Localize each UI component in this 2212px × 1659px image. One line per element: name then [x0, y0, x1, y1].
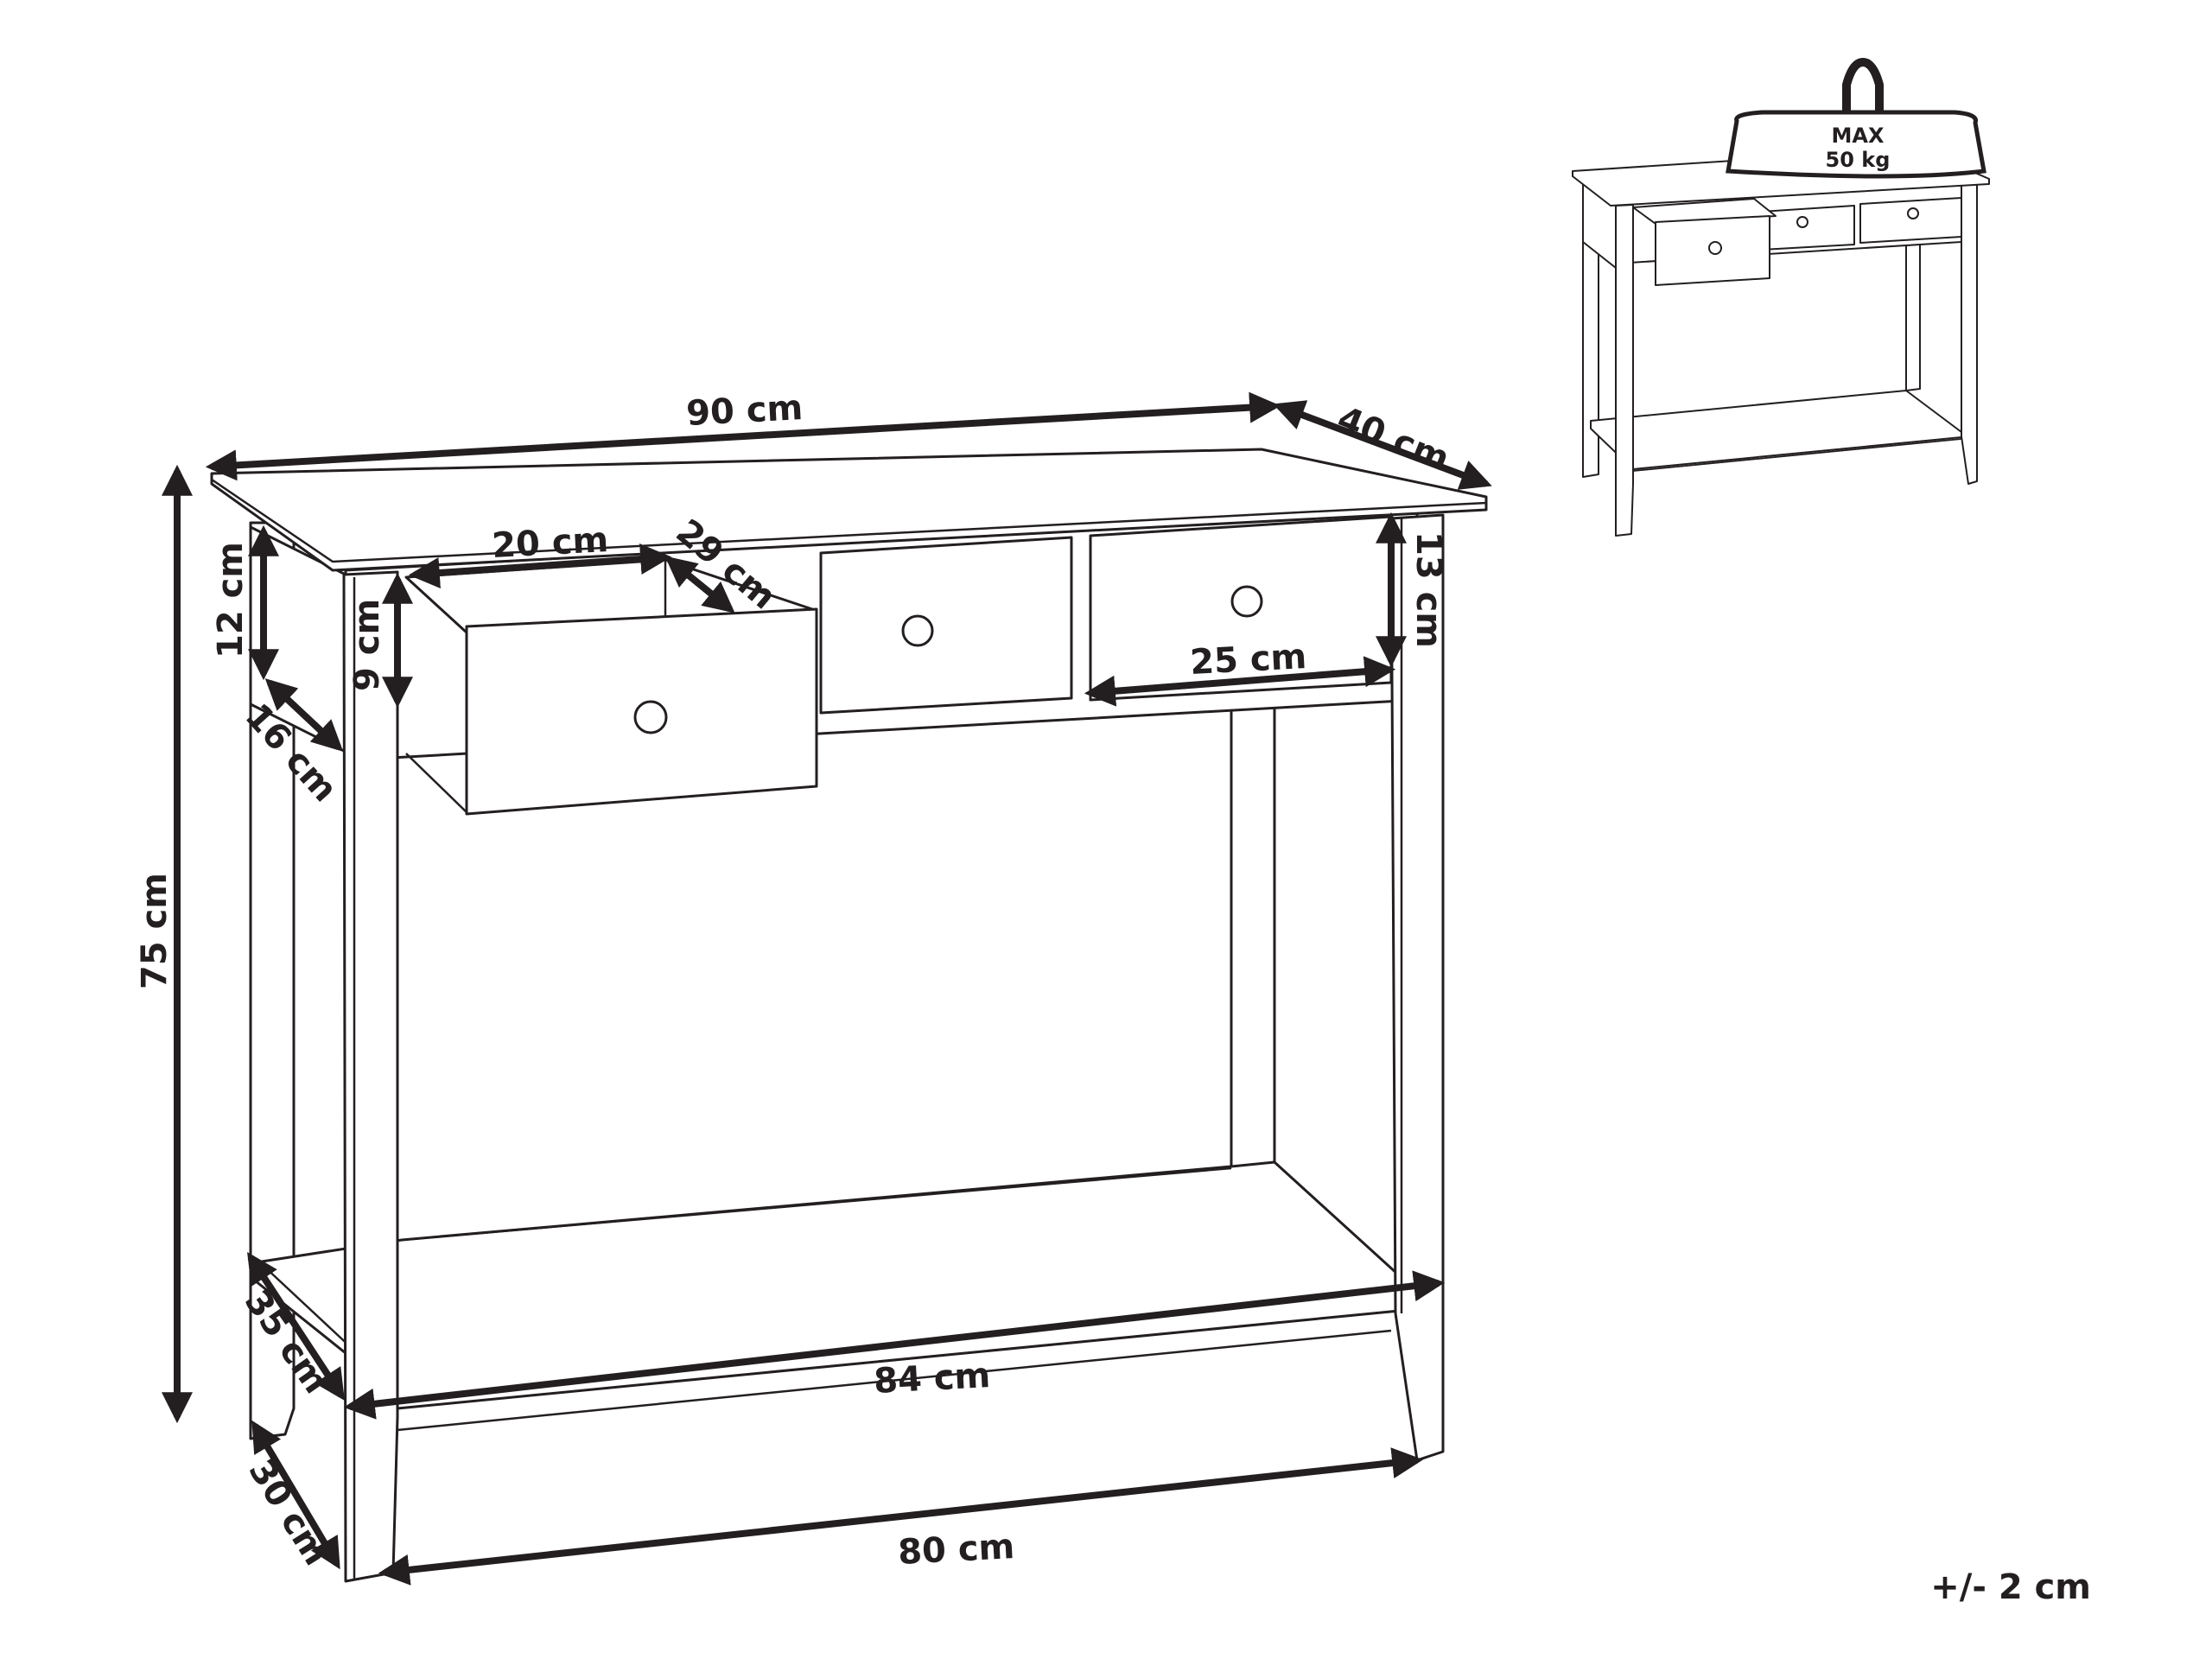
drawer-left-knob	[633, 700, 668, 734]
front-right-leg	[1389, 513, 1445, 1462]
label-drawer-width: 20 cm	[491, 520, 609, 566]
label-right-drawer-width: 25 cm	[1189, 637, 1307, 683]
thumbnail-table	[1572, 148, 1990, 537]
label-total-width: 90 cm	[685, 388, 804, 434]
label-shelf-width: 84 cm	[873, 1356, 991, 1402]
label-leg-depth: 30 cm	[241, 1452, 337, 1573]
label-leg-span: 80 cm	[897, 1527, 1015, 1573]
drawer-middle	[819, 536, 1073, 715]
label-right-drawer-height: 13 cm	[1408, 531, 1448, 648]
drawer-right-knob	[1230, 585, 1263, 618]
label-drawer-front-height: 9 cm	[347, 599, 387, 691]
max-weight-badge: MAX 50 kg	[1726, 57, 1986, 179]
lower-shelf	[249, 1160, 1419, 1410]
drawer-middle-knob	[901, 614, 934, 647]
weight-badge-line2: 50 kg	[1826, 148, 1891, 172]
main-table-drawing	[210, 448, 1488, 1583]
label-apron-height: 12 cm	[211, 542, 251, 658]
front-left-leg	[342, 570, 399, 1583]
weight-body	[1726, 110, 1986, 179]
weight-handle-icon	[1842, 57, 1884, 123]
back-right-leg	[1230, 700, 1276, 1170]
dimension-arrows	[162, 391, 1492, 1586]
label-total-height: 75 cm	[135, 873, 175, 989]
weight-badge-line1: MAX	[1832, 124, 1885, 148]
tolerance-note: +/- 2 cm	[1930, 1567, 2091, 1607]
